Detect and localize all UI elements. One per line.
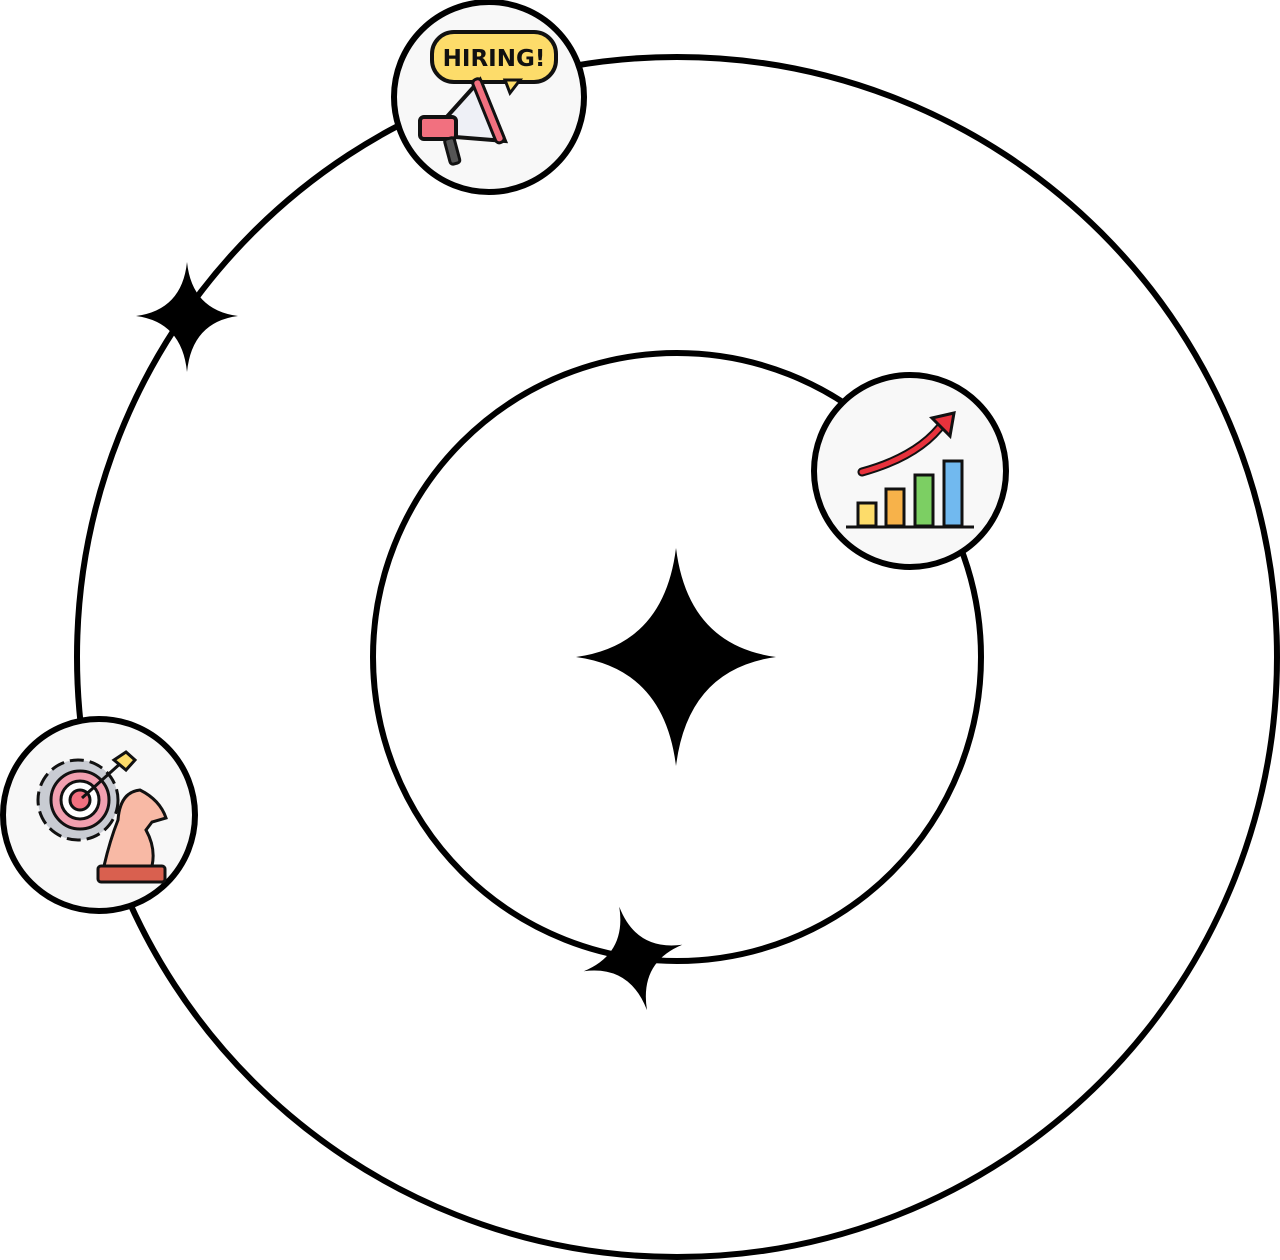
hiring-badge: HIRING! [391, 0, 587, 195]
strategy-target-chess-icon [36, 750, 168, 884]
strategy-badge [0, 716, 198, 914]
megaphone-icon: HIRING! [418, 30, 558, 166]
inner-orbit [370, 350, 984, 964]
outer-orbit [74, 54, 1280, 1260]
bar-chart-growth-icon [846, 411, 974, 529]
sparkle-star-icon [583, 906, 683, 1011]
growth-badge [811, 372, 1009, 570]
sparkle-star-icon [136, 262, 238, 372]
center-star-icon [576, 548, 776, 766]
hiring-label: HIRING! [443, 46, 546, 72]
